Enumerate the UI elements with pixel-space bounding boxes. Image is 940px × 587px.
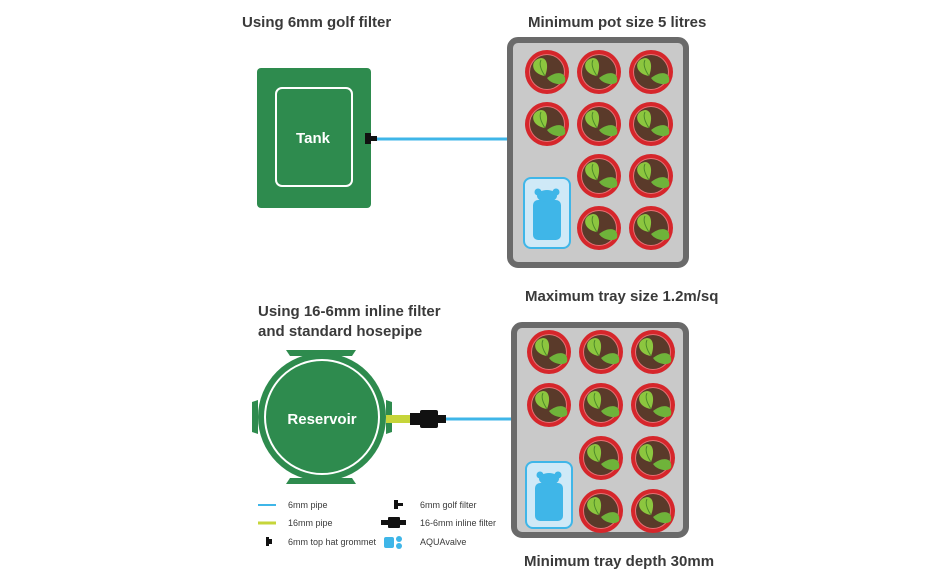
legend: 6mm pipe 16mm pipe 6mm top hat grommet 6… (258, 500, 496, 549)
legend-golf-filter-icon (394, 500, 403, 509)
plant-pot (630, 488, 676, 534)
plant-pot (578, 382, 624, 428)
top-left-caption: Using 6mm golf filter (242, 14, 391, 31)
plant-pot (628, 205, 674, 251)
aquavalve-bottom (525, 461, 573, 529)
plant-pot (578, 329, 624, 375)
bottom-left-caption-line1: Using 16-6mm inline filter (258, 303, 441, 320)
plant-pot (628, 101, 674, 147)
plant-pot (524, 101, 570, 147)
legend-aquavalve-icon (384, 536, 402, 549)
reservoir (252, 350, 392, 484)
plant-pot (628, 153, 674, 199)
pipe-16mm (386, 415, 412, 423)
legend-grommet: 6mm top hat grommet (288, 537, 377, 547)
plant-pot (576, 101, 622, 147)
reservoir-label: Reservoir (287, 411, 356, 428)
plant-pot (578, 435, 624, 481)
aquavalve-top (523, 177, 571, 249)
inline-filter-icon (410, 410, 446, 428)
plant-pot (578, 488, 624, 534)
tank-inner-outline (275, 87, 353, 187)
plant-pot (524, 49, 570, 95)
plant-pot (630, 382, 676, 428)
legend-inline-filter: 16-6mm inline filter (420, 518, 496, 528)
plant-pot (526, 329, 572, 375)
top-right-caption: Minimum pot size 5 litres (528, 14, 706, 31)
legend-golf-filter: 6mm golf filter (420, 500, 477, 510)
plant-pot (630, 435, 676, 481)
tank (257, 68, 371, 208)
footer-caption: Minimum tray depth 30mm (524, 553, 714, 570)
golf-filter-icon (365, 133, 377, 144)
grommet-icon (266, 537, 272, 546)
legend-6mm-pipe: 6mm pipe (288, 500, 328, 510)
legend-inline-filter-icon (381, 517, 406, 528)
plant-pot (576, 205, 622, 251)
tank-label: Tank (296, 130, 331, 147)
plant-pot (576, 49, 622, 95)
plant-pot (576, 153, 622, 199)
legend-aquavalve: AQUAvalve (420, 537, 466, 547)
bottom-left-caption-line2: and standard hosepipe (258, 323, 422, 340)
bottom-right-caption: Maximum tray size 1.2m/sq (525, 288, 718, 305)
plant-pot (526, 382, 572, 428)
legend-16mm-pipe: 16mm pipe (288, 518, 333, 528)
plant-pot (630, 329, 676, 375)
plant-pot (628, 49, 674, 95)
